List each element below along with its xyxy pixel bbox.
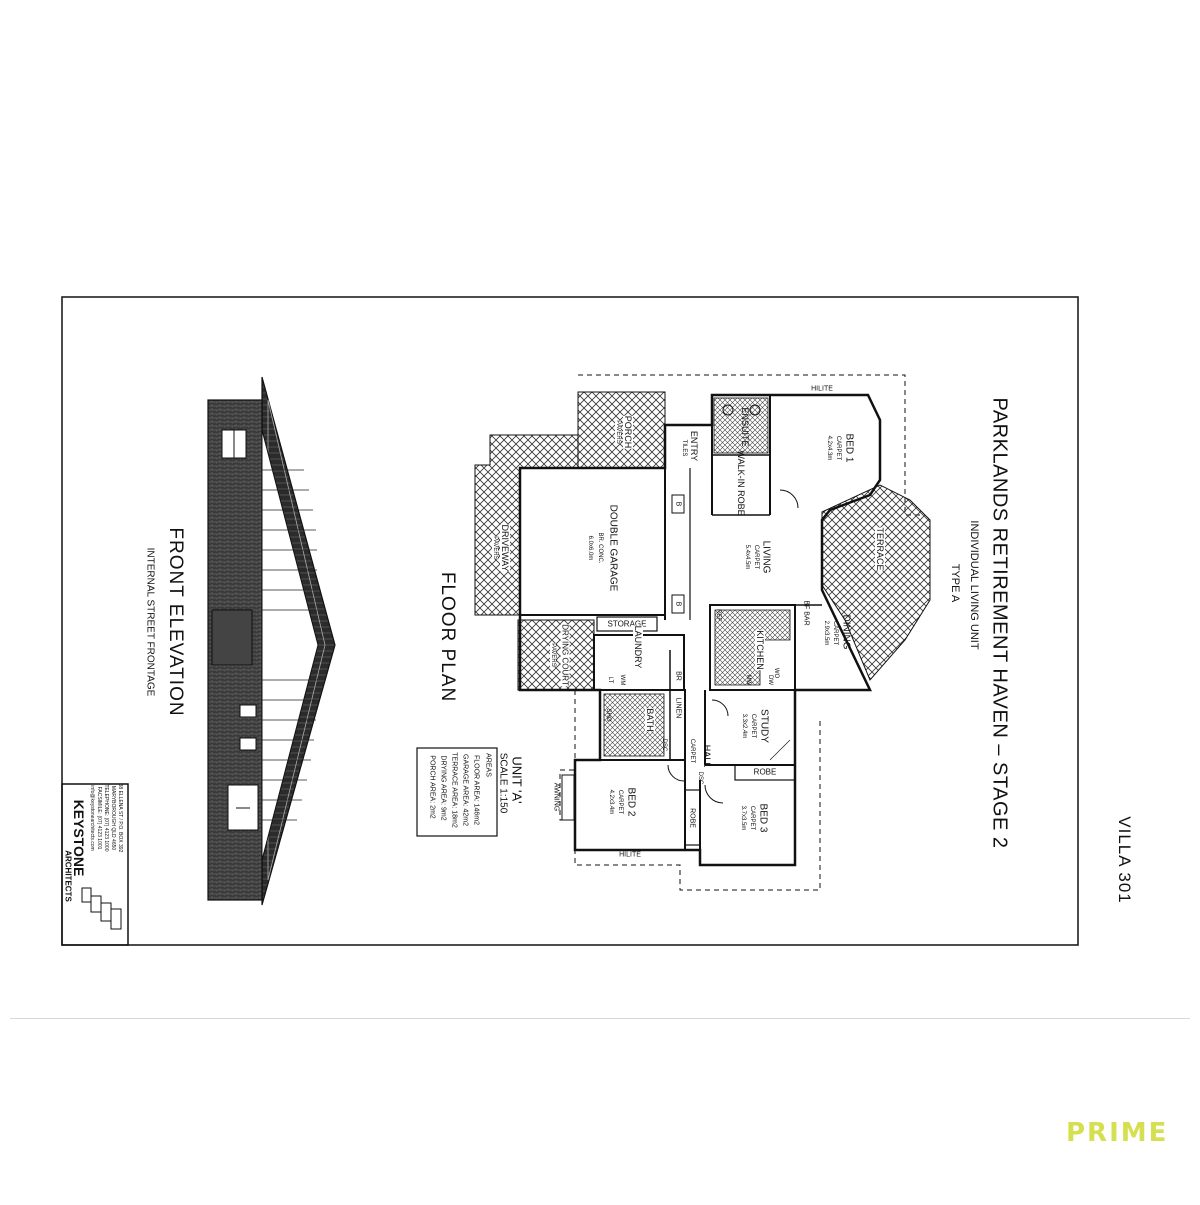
room-name-storage: STORAGE [607,619,647,629]
room-name-linen: LINEN [674,697,682,719]
tag-dsc: DSC [697,771,703,785]
room-finish-hall: CARPET [689,738,695,764]
room-name-robe-bed-3: ROBE [753,767,777,777]
room-finish-study: CARPET [750,713,756,739]
tag-wo: WO [773,667,779,679]
tag-sho: SHO [605,708,611,722]
room-size-dining: 2.9x3.5m [823,620,829,646]
front-elevation-label: FRONT ELEVATION [165,527,186,717]
sheet-border [61,296,1079,946]
room-name-laundry: LAUNDRY [633,625,643,669]
room-finish-drying-court: PAVERS [550,643,556,667]
room-size-living: 5.4x4.5m [744,544,750,570]
room-name-bed-2: BED 2 [625,787,637,817]
unit-info-box [416,747,498,837]
room-name-ensuite: ENSUITE [740,407,750,447]
room-finish-entry: TILES [681,439,687,457]
room-name-awning: AWNING [552,782,560,812]
floor-plan-label: FLOOR PLAN [437,571,458,703]
room-size-bed-2: 4.2x3.4m [608,789,614,815]
room-name-walk-in-robe: WALK-IN ROBE [736,450,746,516]
room-name-hall: HALL [702,744,712,768]
villa-label: VILLA 301 [1115,816,1134,904]
room-name-porch: PORCH [623,415,633,449]
floor-plan-drawing [474,374,931,891]
room-name-drying-court: DRYING COURT [560,624,570,686]
tag-mw: MW [745,674,751,686]
room-name-driveway: DRIVEWAY [500,524,510,572]
room-name-living: LIVING [760,540,772,574]
architect-address: FACSIMILE: (07) 4123 1001 [96,786,102,850]
area-line: FLOOR AREA: 146m2 [472,754,480,826]
architect-logo-box [61,783,129,946]
room-name-bed-3: BED 3 [757,803,769,833]
room-name-entry: ENTRY [689,430,699,462]
areas-heading: AREAS [484,753,492,777]
room-name-bath: BATH [645,708,655,732]
architect-subname: ARCHITECTS [63,850,73,902]
front-elevation-drawing [207,376,336,906]
room-size-double-garage: 6.0x6.0m [587,535,593,561]
area-line: GARAGE AREA: 42m2 [461,754,469,826]
architect-address: info@keystonearchitects.com [89,785,95,851]
area-line: PORCH AREA: 2m2 [428,755,436,819]
room-name-robe-bed-2: ROBE [688,808,696,828]
room-size-bed-1: 4.2x4.3m [826,435,832,461]
room-name-terrace: TERRACE [875,527,885,571]
architect-address: TELEPHONE: (07) 4123 1000 [103,784,109,852]
project-title: PARKLANDS RETIREMENT HAVEN – STAGE 2 [988,397,1011,849]
architect-address: 38 ELLENA ST / P.O. BOX 392 [117,783,123,853]
room-finish-driveway: PAVERS [492,536,498,560]
unit-scale: SCALE 1:150 [497,752,509,814]
project-subtitle: INDIVIDUAL LIVING UNIT [968,520,980,650]
architect-address: MARYBOROUGH QLD 4650 [110,785,116,851]
tag-hilite-top: HILITE [811,385,833,393]
tag-wm: WM [619,674,625,686]
unit-title: UNIT 'A' [509,756,525,804]
room-name-study: STUDY [758,709,770,743]
architect-name: KEYSTONE [71,799,87,877]
tag-ref: REF [715,609,721,621]
area-line: TERRACE AREA: 18m2 [450,752,458,828]
room-finish-double-garage: BR. CONC. [597,532,603,564]
tag-bf-bar: BF BAR [802,600,810,626]
room-finish-dining: CARPET [832,620,838,646]
tag-br: BR [674,671,682,681]
room-name-bed-1: BED 1 [843,433,855,463]
room-name-double-garage: DOUBLE GARAGE [607,504,619,592]
room-finish-bed-2: CARPET [617,789,623,815]
tag-dw: DW [767,675,773,685]
room-finish-bed-3: CARPET [749,805,755,831]
tag-b: B [674,501,682,507]
tag-b: B [674,601,682,607]
tag-hilite-bottom: HILITE [619,851,641,859]
room-finish-living: CARPET [753,544,759,570]
tag-dsc: DSC [661,738,667,752]
room-finish-porch: PAVERS [615,420,621,444]
prime-watermark: PRIME [1066,1118,1169,1148]
project-type: TYPE A [949,563,961,603]
room-name-dining: DINING [840,614,852,650]
room-name-kitchen: KITCHEN [755,630,765,670]
room-size-bed-3: 3.7x3.5m [740,805,746,831]
area-line: DRYING AREA: 9m2 [439,755,447,821]
front-elevation-sublabel: INTERNAL STREET FRONTAGE [144,547,156,697]
keystone-logo-icon [81,887,122,930]
page-divider [10,1018,1190,1019]
room-finish-bed-1: CARPET [835,435,841,461]
tag-lt: LT [607,676,613,684]
room-size-study: 3.3x2.4m [741,713,747,739]
